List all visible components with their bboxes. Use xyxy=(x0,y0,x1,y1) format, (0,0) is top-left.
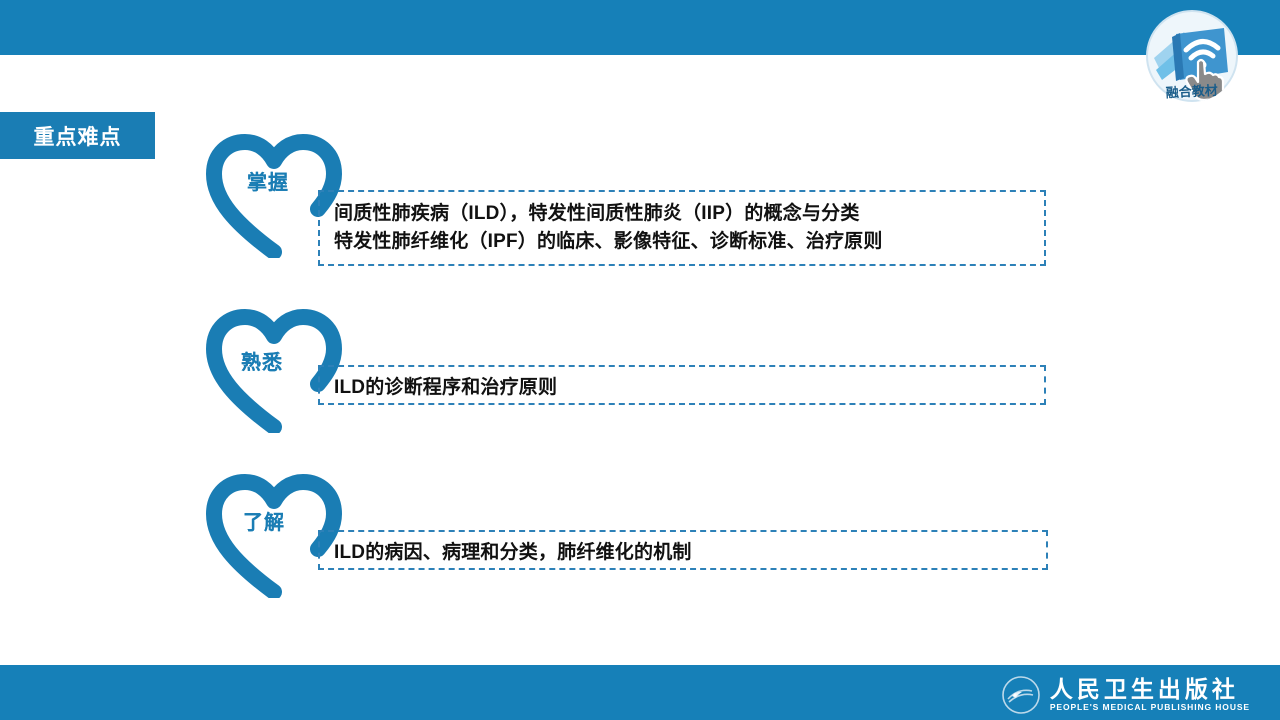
footer-bar xyxy=(0,665,1280,720)
objective-level-1: 掌握 xyxy=(247,172,289,194)
page-title-badge: 重点难点 xyxy=(0,112,155,159)
heart-outline-icon xyxy=(200,468,348,598)
wifi-icon xyxy=(1183,39,1221,61)
publisher-logo: 人民卫生出版社 PEOPLE'S MEDICAL PUBLISHING HOUS… xyxy=(1001,675,1250,715)
objective-level-outline-2: 熟悉 xyxy=(240,351,284,376)
page-title: 重点难点 xyxy=(33,125,122,149)
book-spine-icon xyxy=(1172,33,1184,81)
emblem-label: 融合教材 xyxy=(1165,83,1218,102)
heart-outline-icon xyxy=(200,128,348,258)
emblem-badge: 融合教材 xyxy=(1140,10,1244,102)
objective-level-outline-3: 了解 xyxy=(242,511,286,536)
header-bar xyxy=(0,0,1280,55)
objective-level-3: 了解 xyxy=(243,512,285,534)
objective-box-2[interactable]: ILD的诊断程序和治疗原则 xyxy=(318,365,1046,405)
publisher-name-cn: 人民卫生出版社 xyxy=(1049,676,1239,703)
publisher-name-en: PEOPLE'S MEDICAL PUBLISHING HOUSE xyxy=(1049,701,1250,712)
objective-box-3[interactable]: ILD的病因、病理和分类，肺纤维化的机制 xyxy=(318,530,1048,570)
objective-level-2: 熟悉 xyxy=(241,352,283,374)
heart-outline-icon xyxy=(200,303,348,433)
objective-box-1[interactable]: 间质性肺疾病（ILD），特发性间质性肺炎（IIP）的概念与分类 特发性肺纤维化（… xyxy=(318,190,1046,266)
objective-text-2: ILD的诊断程序和治疗原则 xyxy=(334,376,558,398)
publisher-mark-icon xyxy=(1001,675,1041,715)
objective-level-outline-1: 掌握 xyxy=(246,171,290,196)
objective-text-3: ILD的病因、病理和分类，肺纤维化的机制 xyxy=(334,541,692,563)
svg-text:融合教材: 融合教材 xyxy=(1165,83,1218,102)
objective-text-1: 间质性肺疾病（ILD），特发性间质性肺炎（IIP）的概念与分类 特发性肺纤维化（… xyxy=(334,203,883,252)
